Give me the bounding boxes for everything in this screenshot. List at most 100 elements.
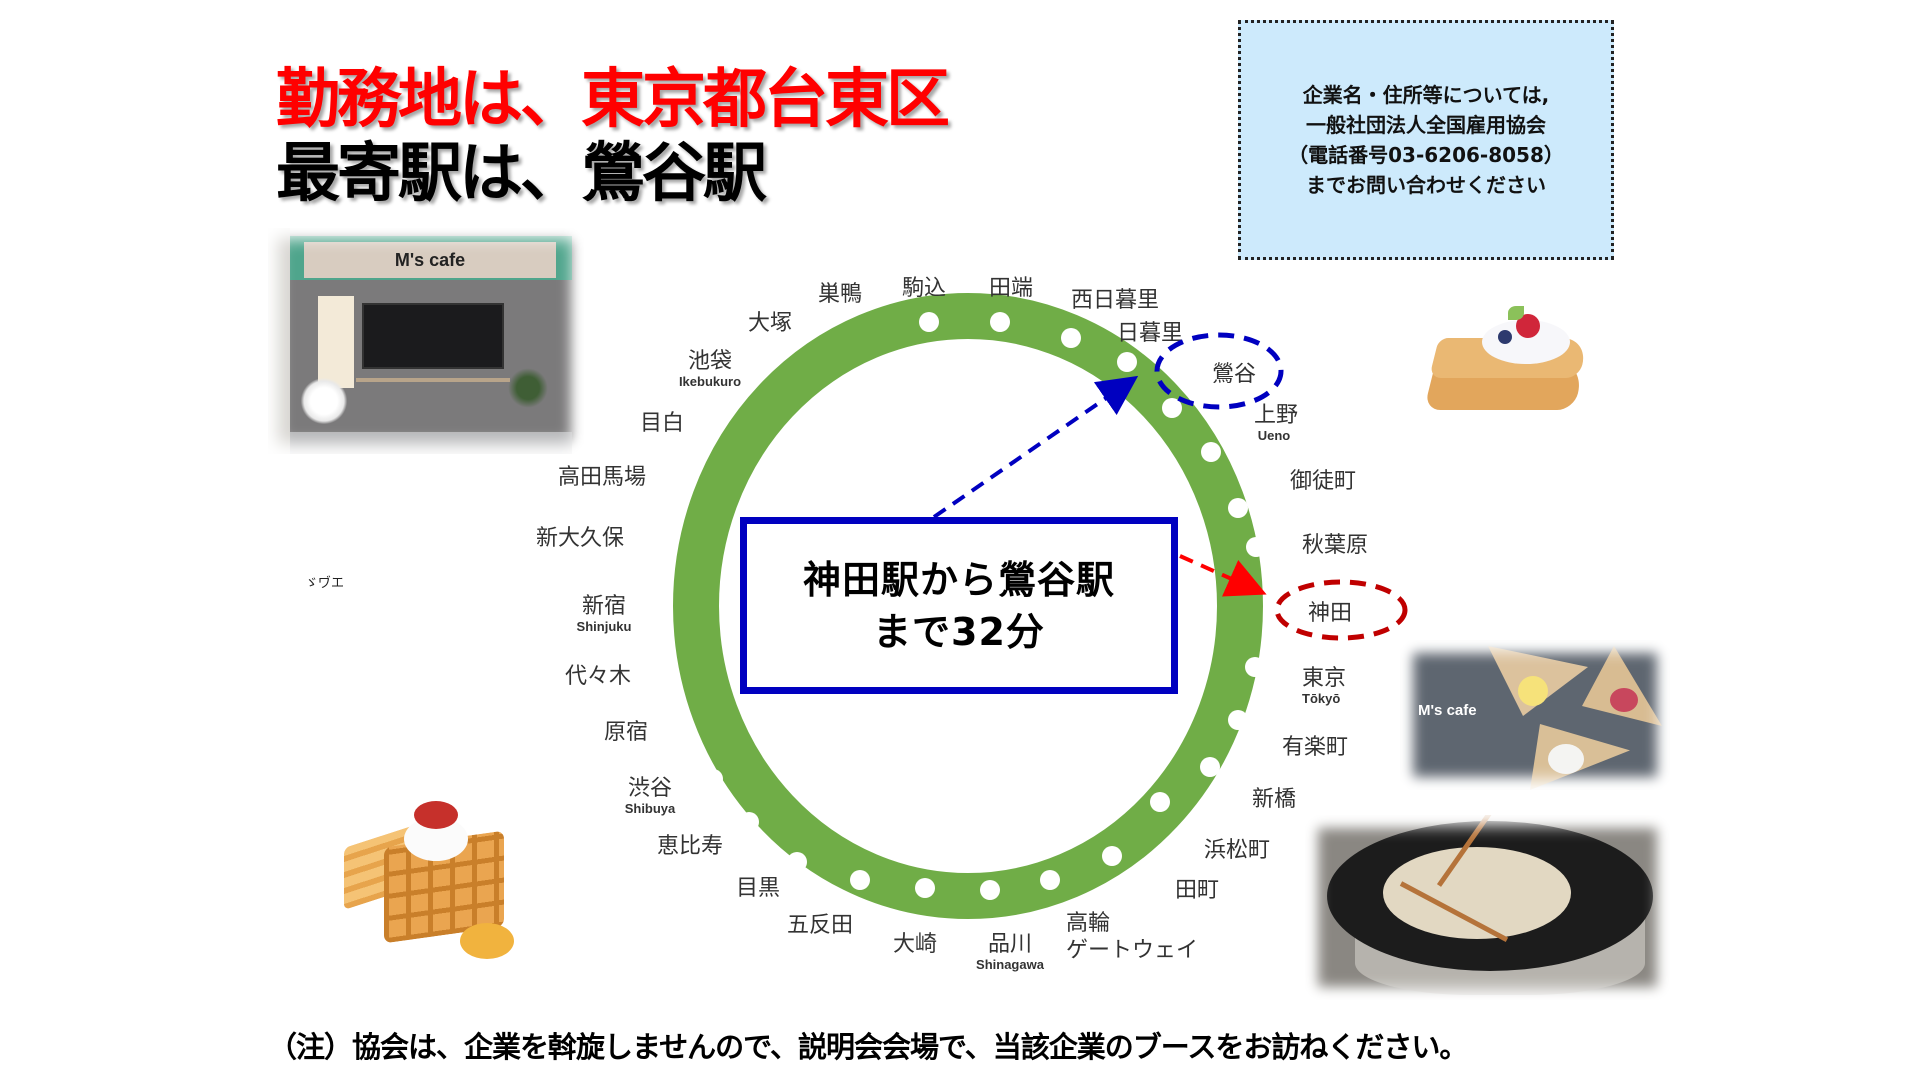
- station-label: 大塚: [748, 311, 792, 336]
- origin-arrow: [1179, 554, 1267, 597]
- station-label: 田端: [989, 276, 1033, 301]
- station-dot: [739, 812, 759, 832]
- station-label: 代々木: [565, 664, 631, 689]
- station-roman-label: Ueno: [1258, 428, 1291, 443]
- mint-leaf: [1508, 306, 1524, 320]
- station-dot: [648, 658, 668, 678]
- origin-highlight-ring: [1274, 579, 1408, 641]
- station-dot: [1246, 537, 1266, 557]
- station-label: 上野: [1254, 403, 1298, 428]
- station-label: ゲートウェイ: [1066, 938, 1198, 963]
- crepe-plate-caption: M's cafe: [1418, 702, 1477, 719]
- station-dot: [919, 312, 939, 332]
- contact-info-box: 企業名・住所等については, 一般社団法人全国雇用協会 （電話番号03-6206-…: [1238, 20, 1614, 260]
- station-dot: [1245, 657, 1265, 677]
- station-dots: [647, 312, 1288, 900]
- crepe-griddle-photo: [1305, 815, 1670, 1000]
- station-label: 秋葉原: [1302, 533, 1368, 558]
- station-label: 五反田: [787, 913, 853, 938]
- station-label: 目白: [640, 411, 684, 436]
- station-dot: [709, 377, 729, 397]
- orchid-flowers: [300, 378, 348, 424]
- storefront-wall-left: [268, 228, 290, 454]
- station-dot: [670, 716, 690, 736]
- info-line-4: までお問い合わせください: [1306, 173, 1546, 197]
- station-dot: [1040, 870, 1060, 890]
- lemon-slice: [1518, 676, 1548, 706]
- station-label: 浜松町: [1204, 838, 1270, 863]
- station-dot: [915, 878, 935, 898]
- menu-poster: [318, 296, 354, 388]
- station-dot: [990, 312, 1010, 332]
- plant: [508, 368, 548, 408]
- station-dot: [1200, 757, 1220, 777]
- crepe-illustration: [1420, 300, 1600, 430]
- station-label: 原宿: [604, 720, 648, 745]
- storefront-sign-text: M's cafe: [394, 249, 466, 270]
- station-label: 新宿: [582, 594, 626, 619]
- headline-work-location: 勤務地は、東京都台東区: [276, 63, 950, 137]
- storefront-sign: M's cafe: [304, 242, 556, 278]
- station-dot: [751, 337, 771, 357]
- station-label: 高田馬場: [558, 465, 646, 490]
- station-dot: [1061, 328, 1081, 348]
- station-dot: [647, 603, 667, 623]
- station-label: 渋谷: [628, 776, 672, 801]
- crepe-plate-photo: M's cafe: [1400, 640, 1670, 790]
- station-labels: 駒込田端西日暮里日暮里鶯谷上野Ueno御徒町秋葉原神田東京Tōkyō有楽町新橋浜…: [536, 276, 1368, 972]
- syrup-puddle: [460, 923, 514, 959]
- storefront-floor: [290, 432, 572, 454]
- station-label: 神田: [1308, 601, 1352, 626]
- station-dot: [800, 312, 820, 332]
- station-label: 巣鴨: [818, 282, 862, 307]
- station-dot: [1228, 498, 1248, 518]
- destination-arrow: [932, 375, 1139, 519]
- station-label: 大崎: [893, 932, 937, 957]
- station-dot: [1201, 442, 1221, 462]
- route-line-2: まで32分: [873, 609, 1045, 654]
- station-label: 恵比寿: [657, 834, 723, 859]
- station-roman-label: Tōkyō: [1302, 691, 1340, 706]
- station-label: 品川: [988, 932, 1032, 957]
- ice-cream: [1548, 744, 1584, 774]
- station-roman-label: Ikebukuro: [679, 374, 741, 389]
- station-dot: [1228, 710, 1248, 730]
- station-label: 駒込: [902, 276, 946, 301]
- station-dot: [1102, 846, 1122, 866]
- station-label: 目黒: [736, 876, 780, 901]
- storefront-window: [362, 303, 504, 369]
- raspberries: [1610, 688, 1638, 712]
- station-dot: [1268, 603, 1288, 623]
- station-dot: [703, 769, 723, 789]
- station-dot: [980, 880, 1000, 900]
- footer-note: （注）協会は、企業を斡旋しませんので、説明会会場で、当該企業のブースをお訪ねくだ…: [268, 1030, 1468, 1064]
- blueberry: [1498, 330, 1512, 344]
- station-label: 有楽町: [1282, 735, 1348, 760]
- storefront-shelf: [356, 378, 510, 382]
- station-label: 東京: [1302, 666, 1346, 691]
- route-line-1: 神田駅から鶯谷駅: [802, 557, 1115, 602]
- station-label: 西日暮里: [1071, 288, 1159, 313]
- route-time-box: 神田駅から鶯谷駅 まで32分: [740, 517, 1178, 694]
- station-label: 池袋: [688, 349, 732, 374]
- station-label: 田町: [1175, 878, 1219, 903]
- waffle-illustration: [338, 795, 528, 975]
- station-label: 高輪: [1066, 911, 1110, 936]
- station-dot: [1117, 352, 1137, 372]
- station-label: 新大久保: [536, 526, 624, 551]
- strawberry: [414, 801, 458, 829]
- station-dot: [787, 852, 807, 872]
- station-label: 御徒町: [1290, 469, 1356, 494]
- headline-nearest-station: 最寄駅は、鶯谷駅: [276, 137, 767, 211]
- info-line-2: 一般社団法人全国雇用協会: [1306, 113, 1546, 137]
- station-label: 鶯谷: [1212, 362, 1256, 387]
- info-line-1: 企業名・住所等については,: [1302, 83, 1550, 107]
- station-dot: [685, 423, 705, 443]
- station-roman-label: Shibuya: [625, 801, 676, 816]
- station-dot: [1162, 398, 1182, 418]
- storefront-photo: M's cafe: [268, 228, 584, 454]
- loop-line: [673, 293, 1263, 919]
- destination-highlight-ring: [1154, 332, 1284, 410]
- station-dot: [850, 870, 870, 890]
